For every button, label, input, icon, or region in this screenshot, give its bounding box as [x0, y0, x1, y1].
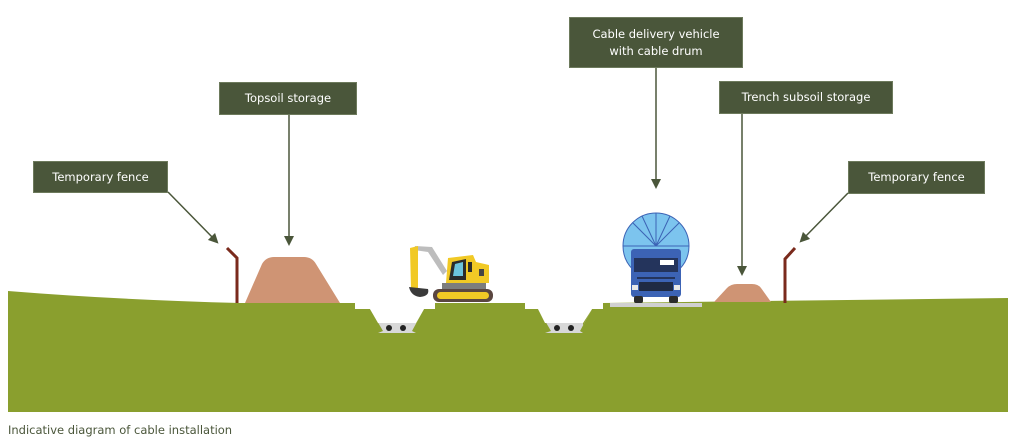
trench-1: [370, 309, 424, 323]
cable: [554, 325, 560, 331]
label-temporary-fence-left: Temporary fence: [33, 161, 168, 193]
ground: [8, 291, 1008, 412]
cable-delivery-truck: [622, 212, 690, 303]
subsoil-mound: [714, 284, 771, 302]
cable: [386, 325, 392, 331]
temporary-fence-left: [225, 246, 239, 303]
label-text: Temporary fence: [52, 169, 149, 184]
label-text-line2: with cable drum: [609, 43, 703, 58]
label-trench-subsoil-storage: Trench subsoil storage: [719, 81, 893, 114]
label-topsoil-storage: Topsoil storage: [219, 82, 357, 115]
truck-platform: [610, 303, 702, 307]
arrow-temporary-fence-left: [167, 191, 219, 244]
temporary-fence-right: [783, 246, 797, 303]
topsoil-mound: [245, 257, 340, 303]
trench-1-bedding: [378, 323, 416, 333]
label-text: Temporary fence: [868, 170, 965, 184]
label-text: Trench subsoil storage: [741, 90, 871, 104]
excavator: [409, 246, 493, 302]
label-temporary-fence-right: Temporary fence: [848, 161, 985, 194]
label-text: Topsoil storage: [244, 91, 332, 105]
arrow-temporary-fence-right: [799, 192, 849, 243]
cable: [400, 325, 406, 331]
cable: [568, 325, 574, 331]
trench-2-bedding: [545, 323, 583, 333]
diagram-caption: Indicative diagram of cable installation: [8, 423, 233, 437]
label-cable-delivery-vehicle: Cable delivery vehicle with cable drum: [569, 17, 743, 68]
trench-2: [538, 309, 592, 323]
label-text-line1: Cable delivery vehicle: [592, 26, 720, 41]
